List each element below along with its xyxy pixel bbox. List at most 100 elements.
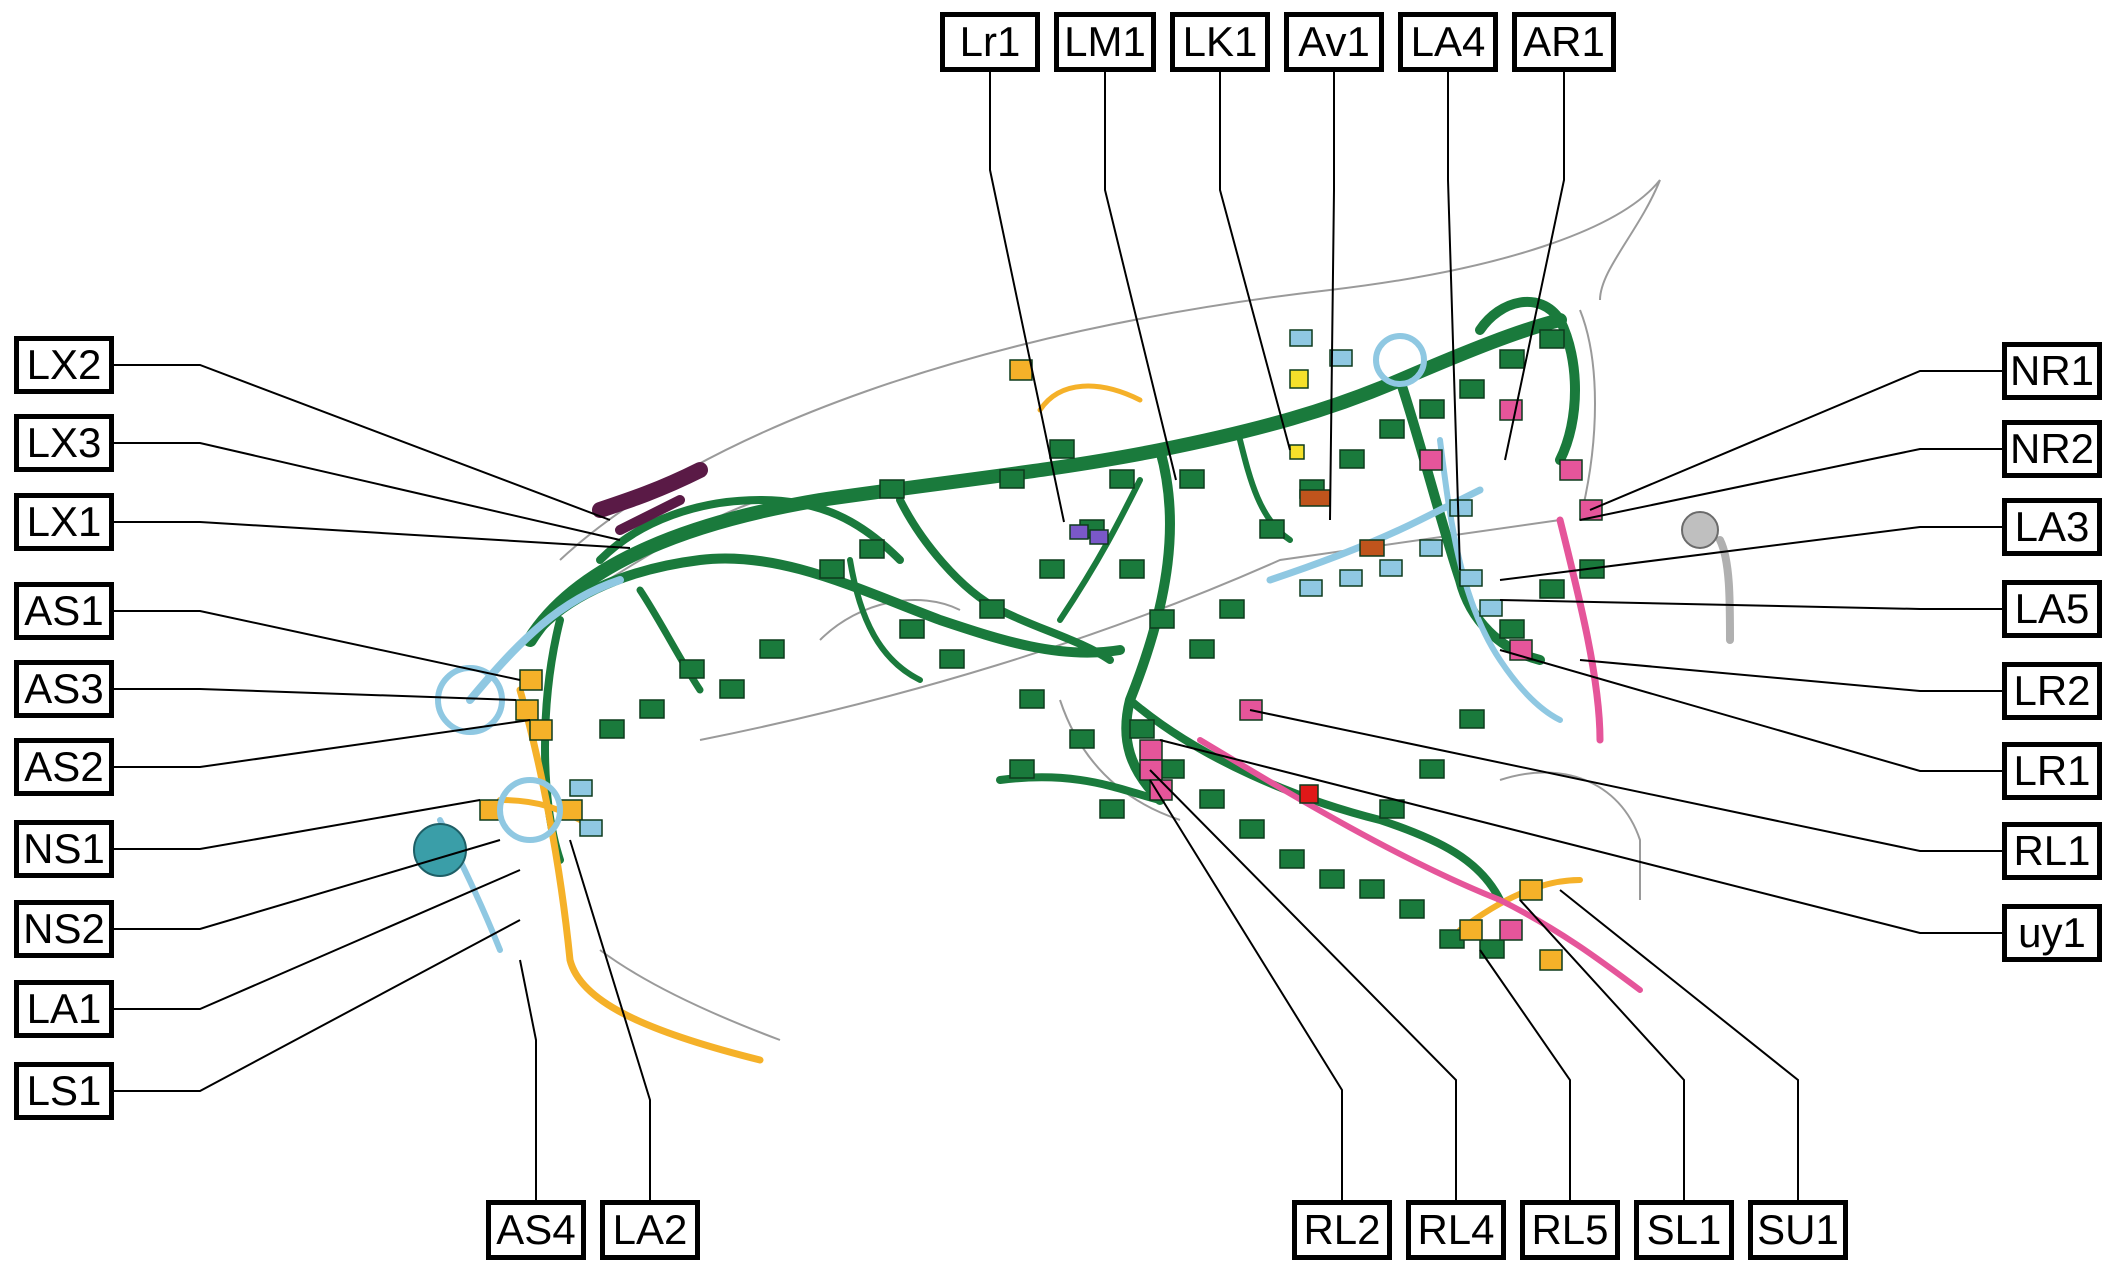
- label-lr2: LR2: [2002, 662, 2102, 720]
- connector-green: [879, 479, 905, 499]
- connector-green: [639, 699, 665, 719]
- harness-wire: [615, 495, 685, 535]
- connector-pink: [1559, 459, 1583, 481]
- label-lx2: LX2: [14, 336, 114, 394]
- connector-brown: [1359, 539, 1385, 557]
- leader-line: [569, 839, 651, 1200]
- body-outline-line: [1579, 309, 1596, 521]
- leader-line: [114, 521, 631, 549]
- connector-green: [999, 469, 1025, 489]
- body-outline-line: [1599, 179, 1661, 301]
- connector-green: [979, 599, 1005, 619]
- connector-green: [1009, 759, 1035, 779]
- connector-yellow: [1289, 369, 1309, 389]
- leader-line: [989, 72, 1065, 523]
- label-ns1: NS1: [14, 820, 114, 878]
- connector-green: [1019, 689, 1045, 709]
- connector-pink: [1139, 739, 1163, 761]
- connector-green: [1039, 559, 1065, 579]
- leader-line: [1159, 739, 2002, 934]
- harness-wire: [1556, 516, 1604, 744]
- harness-wire: [996, 773, 1164, 804]
- connector-green: [1129, 719, 1155, 739]
- connector-green: [1199, 789, 1225, 809]
- connector-green: [1049, 439, 1075, 459]
- leader-line: [1104, 72, 1177, 481]
- connector-orange: [559, 799, 583, 821]
- harness-wire: [1197, 737, 1643, 993]
- leader-line: [114, 688, 517, 701]
- harness-wire: [1437, 437, 1563, 723]
- leader-line: [1329, 72, 1335, 521]
- label-rl5: RL5: [1520, 1200, 1620, 1260]
- label-as3: AS3: [14, 660, 114, 718]
- connector-blue: [1289, 329, 1313, 347]
- leader-line: [1499, 649, 2002, 772]
- leader-line: [1504, 72, 1565, 461]
- connector-blue: [1479, 599, 1503, 617]
- connector-green: [1109, 469, 1135, 489]
- connector-pink: [1499, 399, 1523, 421]
- connector-orange: [1009, 359, 1033, 381]
- connector-orange: [1519, 879, 1543, 901]
- connector-green: [1339, 449, 1365, 469]
- label-sl1: SL1: [1634, 1200, 1734, 1260]
- leader-line: [1447, 72, 1461, 571]
- harness-wire: [1395, 375, 1545, 665]
- connector-green: [1279, 849, 1305, 869]
- label-as1: AS1: [14, 582, 114, 640]
- leader-line: [1589, 370, 2002, 511]
- label-nr2: NR2: [2002, 420, 2102, 478]
- connector-blue: [1379, 559, 1403, 577]
- component-teal: [413, 823, 467, 877]
- leader-line: [114, 869, 521, 1010]
- leader-line: [114, 799, 481, 850]
- label-la2: LA2: [600, 1200, 700, 1260]
- harness-wire: [1716, 536, 1734, 644]
- leader-line: [114, 919, 521, 1092]
- leader-line: [1519, 899, 1685, 1200]
- connector-green: [1459, 379, 1485, 399]
- connector-green: [759, 639, 785, 659]
- connector-green: [1179, 469, 1205, 489]
- connector-green: [1119, 559, 1145, 579]
- label-uy1: uy1: [2002, 904, 2102, 962]
- connector-purple: [1089, 529, 1109, 545]
- leader-line: [1149, 769, 1457, 1200]
- connector-brown: [1299, 489, 1331, 507]
- connector-blue: [1339, 569, 1363, 587]
- connector-green: [1149, 609, 1175, 629]
- leader-line: [1559, 889, 1799, 1200]
- leader-line: [114, 719, 531, 768]
- label-lr1-right: LR1: [2002, 742, 2102, 800]
- harness-wire: [1037, 383, 1143, 413]
- connector-green: [899, 619, 925, 639]
- leader-line: [1479, 949, 1571, 1200]
- connector-green: [1379, 419, 1405, 439]
- leader-line: [1579, 448, 2002, 521]
- harness-wire: [1475, 297, 1580, 465]
- connector-green: [1419, 759, 1445, 779]
- connector-blue: [569, 779, 593, 797]
- leader-line: [519, 959, 537, 1200]
- connector-pink: [1419, 449, 1443, 471]
- connector-pink: [1499, 919, 1523, 941]
- harness-wire: [466, 576, 624, 704]
- body-outline-line: [699, 519, 1561, 741]
- connector-green: [1539, 579, 1565, 599]
- body-outline-line: [559, 179, 1661, 561]
- harness-wire: [523, 313, 1567, 647]
- leader-line: [114, 442, 621, 541]
- connector-green: [1219, 599, 1245, 619]
- connector-blue: [579, 819, 603, 837]
- connector-green: [1539, 329, 1565, 349]
- body-outline-line: [1059, 699, 1181, 821]
- harness-wire: [1121, 445, 1175, 805]
- body-outline-line: [599, 949, 781, 1041]
- connector-blue: [1459, 569, 1483, 587]
- connector-green: [1479, 939, 1505, 959]
- label-rl4: RL4: [1406, 1200, 1506, 1260]
- connector-green: [1319, 869, 1345, 889]
